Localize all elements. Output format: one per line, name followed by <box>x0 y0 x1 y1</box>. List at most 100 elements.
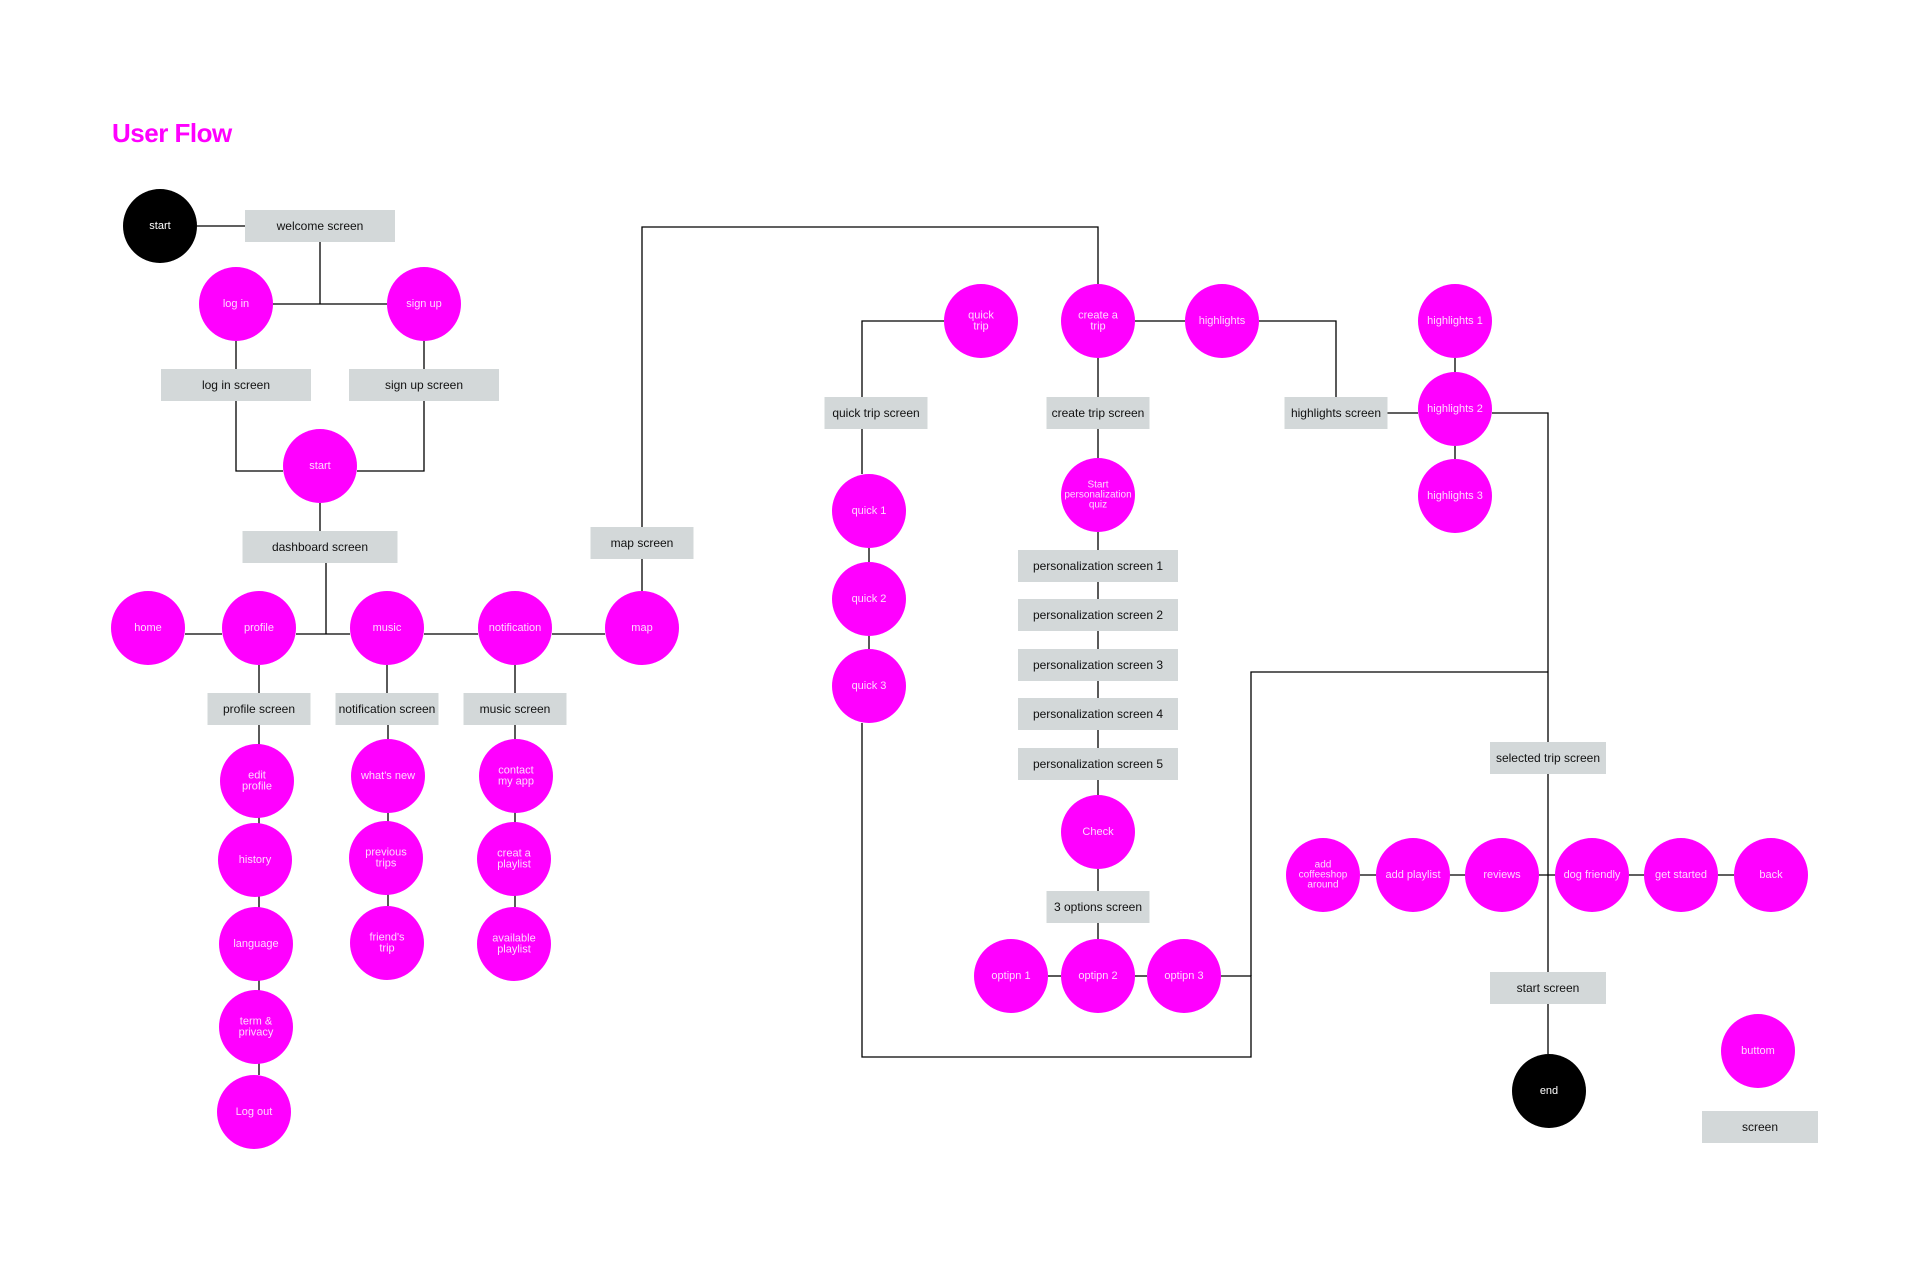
action-circle <box>1418 459 1492 533</box>
flow-node-quick-1: quick 1 <box>832 474 906 548</box>
action-circle <box>217 1075 291 1149</box>
node-label: history <box>239 854 272 866</box>
flow-node-end: end <box>1512 1054 1586 1128</box>
node-label: quick trip screen <box>832 406 919 420</box>
screen-box-options-screen: 3 options screen <box>1046 891 1150 923</box>
node-label: quick <box>968 310 994 322</box>
node-label: personalization screen 3 <box>1033 658 1163 672</box>
action-circle <box>387 267 461 341</box>
node-label: profile screen <box>223 702 295 716</box>
flow-node-highlights-2: highlights 2 <box>1418 372 1492 446</box>
node-label: selected trip screen <box>1496 751 1600 765</box>
node-label: profile <box>242 781 272 793</box>
node-label: quiz <box>1089 500 1107 511</box>
action-circle <box>974 939 1048 1013</box>
screen-box-dashboard-screen: dashboard screen <box>242 531 398 563</box>
node-label: create a <box>1078 310 1119 322</box>
screen-box-pers-4: personalization screen 4 <box>1018 698 1178 730</box>
node-label: quick 3 <box>852 680 887 692</box>
screen-box-notification-screen: notification screen <box>335 693 439 725</box>
screen-box-create-trip-screen: create trip screen <box>1046 397 1150 429</box>
node-label: profile <box>244 622 274 634</box>
action-circle <box>220 744 294 818</box>
action-circle <box>477 822 551 896</box>
screen-box-start-screen: start screen <box>1490 972 1606 1004</box>
node-label: edit <box>248 770 266 782</box>
screen-box-shape <box>824 397 928 429</box>
node-label: back <box>1759 869 1783 881</box>
connector-line <box>235 401 283 472</box>
action-circle <box>199 267 273 341</box>
action-circle <box>478 591 552 665</box>
node-label: sign up screen <box>385 378 463 392</box>
flow-node-get-started: get started <box>1644 838 1718 912</box>
screen-box-shape <box>242 531 398 563</box>
node-label: highlights <box>1199 315 1246 327</box>
node-label: start <box>309 460 330 472</box>
screen-box-welcome-screen: welcome screen <box>245 210 395 242</box>
node-label: end <box>1540 1085 1558 1097</box>
screen-box-shape <box>1702 1111 1818 1143</box>
action-circle <box>479 739 553 813</box>
action-circle <box>349 821 423 895</box>
node-label: add playlist <box>1385 869 1440 881</box>
flow-node-map: map <box>605 591 679 665</box>
node-label: notification screen <box>339 702 436 716</box>
flow-node-language: language <box>219 907 293 981</box>
screen-box-map-screen: map screen <box>590 527 694 559</box>
node-label: quick 1 <box>852 505 887 517</box>
node-label: trip <box>379 943 394 955</box>
node-label: Start <box>1087 480 1108 491</box>
screen-box-pers-1: personalization screen 1 <box>1018 550 1178 582</box>
connector-line <box>861 320 944 397</box>
node-label: reviews <box>1483 869 1521 881</box>
flow-node-check: Check <box>1061 795 1135 869</box>
node-label: map screen <box>611 536 674 550</box>
node-label: add <box>1315 860 1332 871</box>
action-circle <box>832 562 906 636</box>
node-label: friend's <box>369 932 405 944</box>
action-circle <box>1465 838 1539 912</box>
node-label: optipn 1 <box>991 970 1030 982</box>
node-label: previous <box>365 847 407 859</box>
action-circle <box>1185 284 1259 358</box>
flow-node-highlights-1: highlights 1 <box>1418 284 1492 358</box>
flow-node-start-mid: start <box>283 429 357 503</box>
flow-node-option-2: optipn 2 <box>1061 939 1135 1013</box>
flow-node-dog-friendly: dog friendly <box>1555 838 1629 912</box>
flow-node-start-top: start <box>123 189 197 263</box>
screen-box-profile-screen: profile screen <box>207 693 311 725</box>
flow-node-add-playlist: add playlist <box>1376 838 1450 912</box>
node-label: start <box>149 220 170 232</box>
node-label: contact <box>498 765 533 777</box>
action-circle <box>1644 838 1718 912</box>
flow-node-notification: notification <box>478 591 552 665</box>
action-circle <box>1418 284 1492 358</box>
node-label: get started <box>1655 869 1707 881</box>
node-label: Log out <box>236 1106 273 1118</box>
screen-box-shape <box>207 693 311 725</box>
node-label: personalization screen 1 <box>1033 559 1163 573</box>
action-circle <box>219 907 293 981</box>
action-circle <box>350 906 424 980</box>
flow-node-whats-new: what's new <box>351 739 425 813</box>
screen-box-shape <box>590 527 694 559</box>
screen-box-music-screen: music screen <box>463 693 567 725</box>
flow-node-option-3: optipn 3 <box>1147 939 1221 1013</box>
flow-node-music: music <box>350 591 424 665</box>
screen-box-shape <box>1018 599 1178 631</box>
screen-box-pers-5: personalization screen 5 <box>1018 748 1178 780</box>
node-label: log in <box>223 298 249 310</box>
flow-node-term-privacy: term &privacy <box>219 990 293 1064</box>
screen-box-shape <box>161 369 311 401</box>
action-circle <box>1418 372 1492 446</box>
flow-node-quick-2: quick 2 <box>832 562 906 636</box>
node-label: start screen <box>1517 981 1580 995</box>
node-label: home <box>134 622 162 634</box>
